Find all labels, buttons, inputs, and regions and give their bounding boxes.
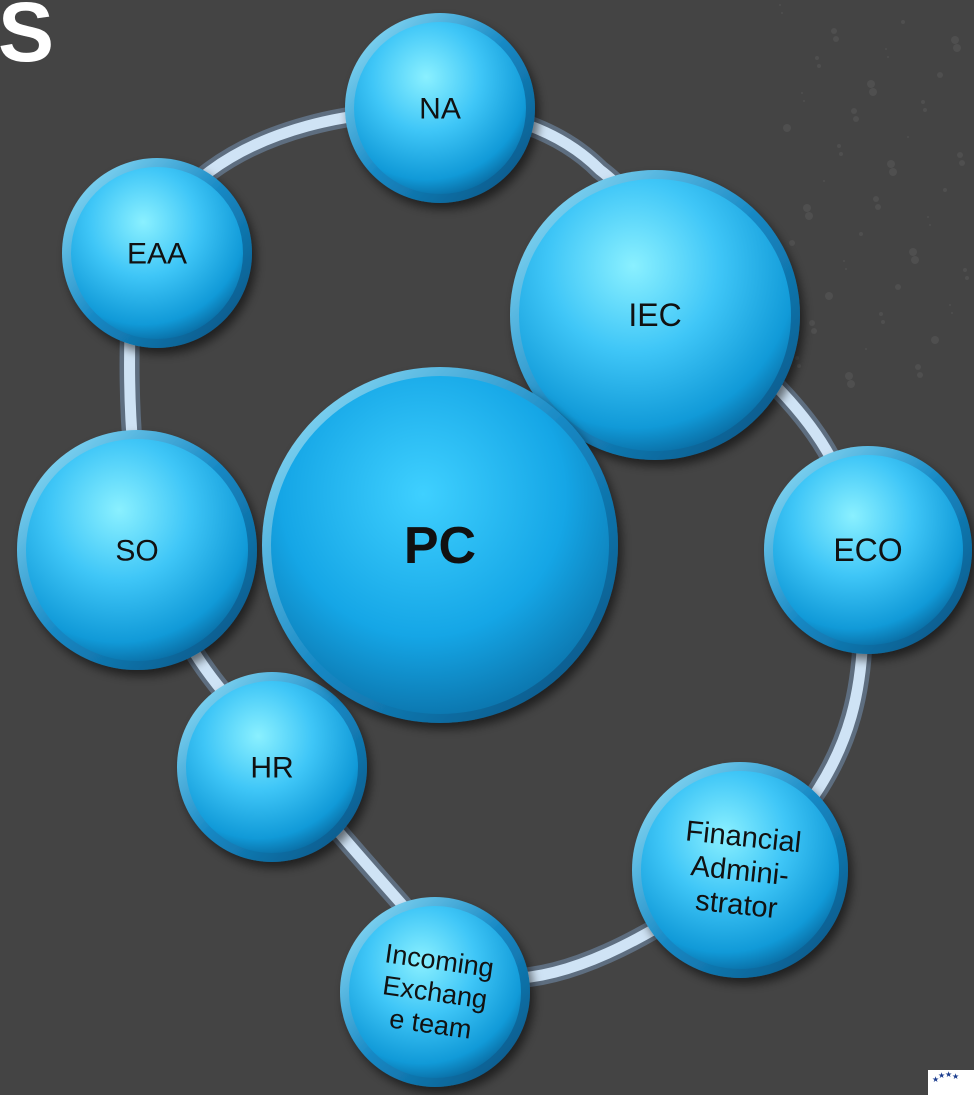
background-dot — [797, 364, 801, 368]
background-dot — [783, 124, 791, 132]
background-dot — [911, 256, 919, 264]
node-na: NA — [345, 13, 535, 203]
background-dot — [921, 100, 925, 104]
background-dot — [949, 304, 951, 306]
background-dot — [915, 364, 921, 370]
node-eaa: EAA — [62, 158, 252, 348]
background-dot — [865, 348, 867, 350]
bubble-body — [186, 681, 358, 853]
background-dot — [853, 116, 859, 122]
background-dot — [953, 44, 961, 52]
background-dot — [931, 336, 939, 344]
background-dot — [951, 36, 959, 44]
background-dot — [845, 268, 847, 270]
background-dot — [795, 356, 799, 360]
node-eco: ECO — [764, 446, 972, 654]
background-dot — [851, 108, 857, 114]
background-dot — [887, 160, 895, 168]
node-label-hr: HR — [250, 752, 293, 785]
background-dot — [801, 92, 803, 94]
background-dot — [847, 380, 855, 388]
background-dot — [815, 56, 819, 60]
node-label-eco: ECO — [833, 532, 902, 568]
background-dot — [895, 284, 901, 290]
bubble-body — [773, 455, 963, 645]
background-dot — [957, 152, 963, 158]
background-dot — [885, 48, 887, 50]
background-dot — [811, 328, 817, 334]
background-dot — [875, 204, 881, 210]
background-dot — [823, 180, 825, 182]
background-dot — [879, 312, 883, 316]
background-dot — [809, 320, 815, 326]
background-dot — [881, 320, 885, 324]
node-so: SO — [17, 430, 257, 670]
background-dot — [951, 312, 953, 314]
bubble-body — [641, 771, 839, 969]
background-dot — [963, 268, 967, 272]
node-label-pc: PC — [404, 517, 476, 575]
background-dot — [929, 224, 931, 226]
background-dot — [959, 160, 965, 166]
background-dot — [805, 212, 813, 220]
background-dot — [937, 72, 943, 78]
bubble-body — [26, 439, 248, 661]
node-incoming-exchange-team: IncomingExchange team — [340, 897, 530, 1087]
background-dot — [943, 188, 947, 192]
node-label-na: NA — [419, 93, 461, 126]
background-dot — [825, 292, 833, 300]
background-dot — [831, 28, 837, 34]
background-dot — [869, 88, 877, 96]
background-dot — [867, 80, 875, 88]
node-financial-administrator: FinancialAdmini-strator — [632, 762, 848, 978]
node-iec: IEC — [510, 170, 800, 460]
background-dot — [923, 108, 927, 112]
background-dot — [873, 196, 879, 202]
node-hr: HR — [177, 672, 367, 862]
background-dot — [845, 372, 853, 380]
background-dot — [781, 12, 783, 14]
background-dot — [803, 100, 805, 102]
eu-stars-icon: ★ ★ ★ ★ — [928, 1070, 974, 1095]
background-dots — [779, 4, 969, 388]
background-dot — [859, 232, 863, 236]
background-dot — [907, 136, 909, 138]
background-dot — [837, 144, 841, 148]
background-dot — [839, 152, 843, 156]
background-dot — [789, 240, 795, 246]
background-dot — [901, 20, 905, 24]
background-dot — [843, 260, 845, 262]
node-label-iec: IEC — [628, 297, 681, 333]
background-dot — [817, 64, 821, 68]
background-dot — [927, 216, 929, 218]
background-dot — [833, 36, 839, 42]
bubble-body — [354, 22, 526, 194]
bubble-body — [271, 376, 609, 714]
bubble-body — [71, 167, 243, 339]
bubble-body — [349, 906, 521, 1078]
node-pc: PC — [262, 367, 618, 723]
page-title-fragment: S — [0, 0, 54, 79]
node-label-eaa: EAA — [127, 238, 187, 271]
node-label-so: SO — [115, 535, 158, 568]
node-label-incoming-exchange-team: IncomingExchange team — [374, 938, 496, 1046]
background-dot — [965, 276, 969, 280]
background-dot — [779, 4, 781, 6]
background-dot — [887, 56, 889, 58]
background-dot — [889, 168, 897, 176]
background-dot — [917, 372, 923, 378]
background-dot — [909, 248, 917, 256]
bubble-body — [519, 179, 791, 451]
background-dot — [803, 204, 811, 212]
